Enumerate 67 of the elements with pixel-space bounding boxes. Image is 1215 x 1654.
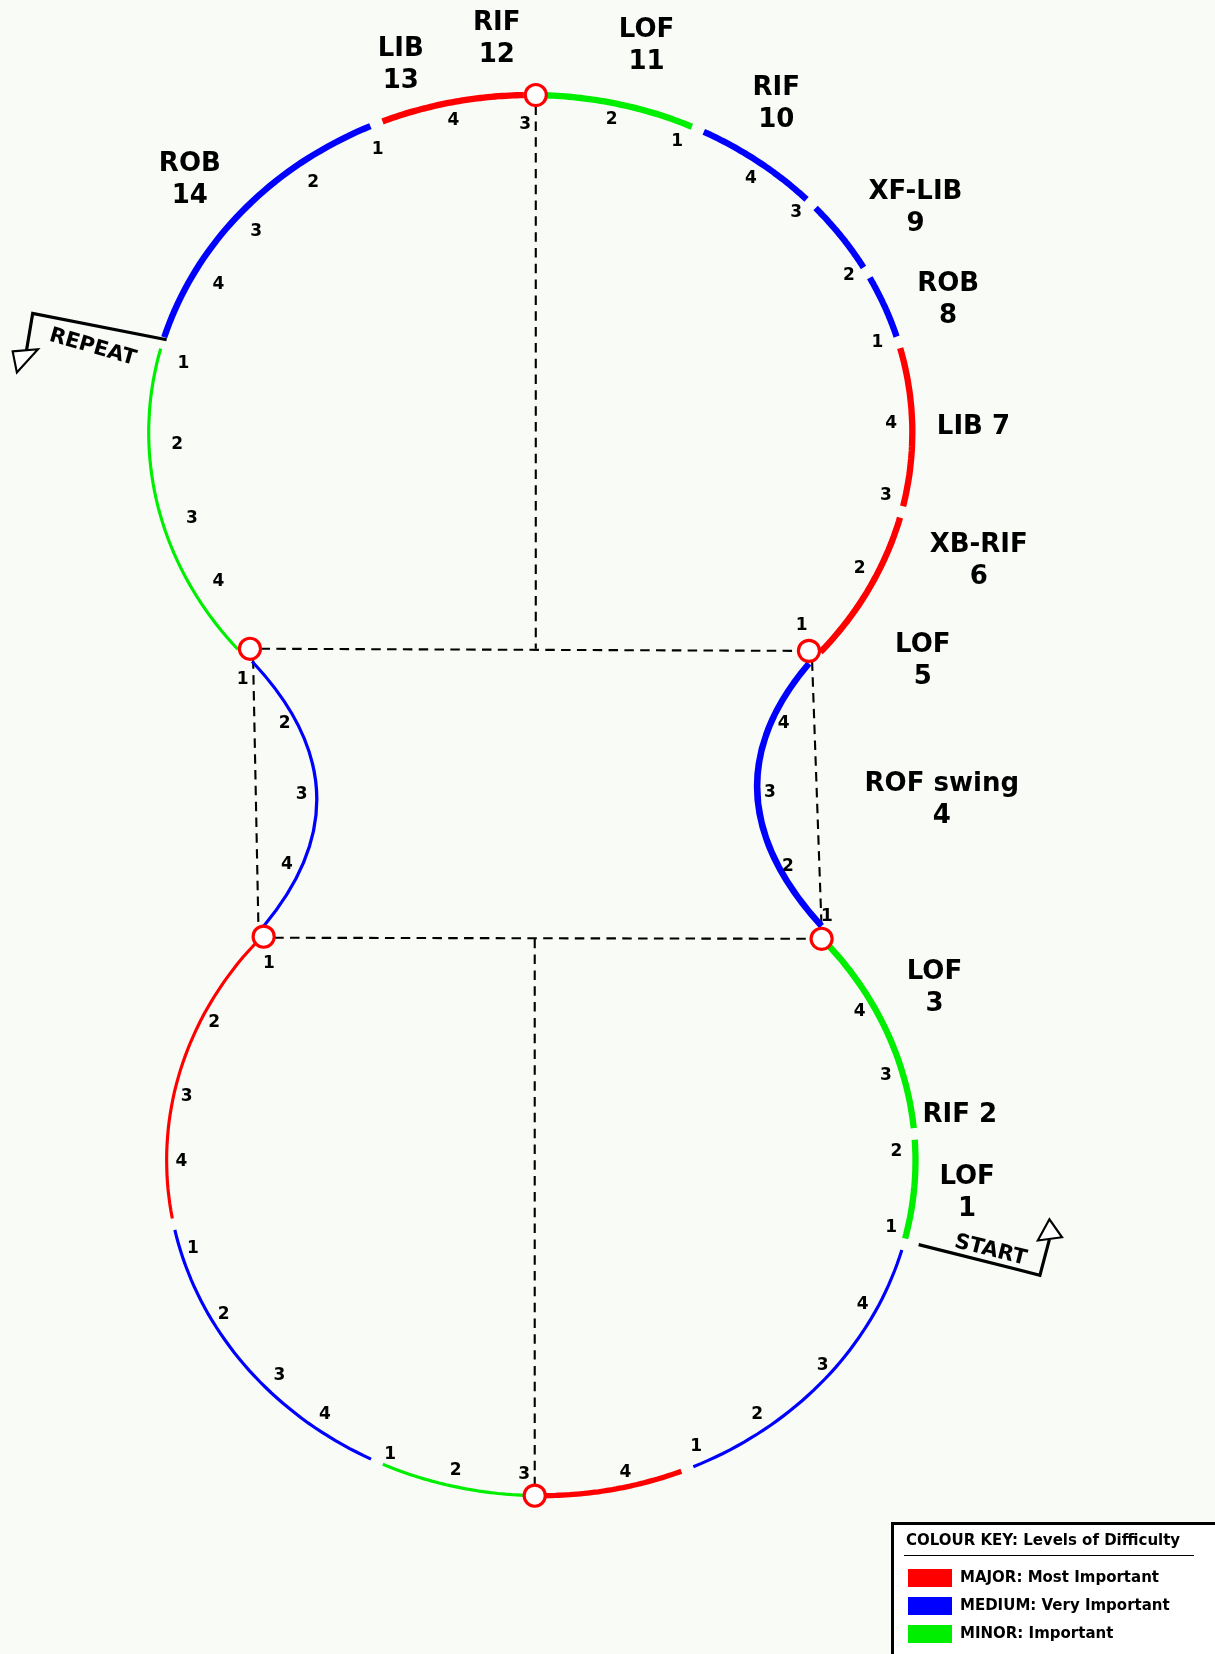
step-label: XF-LIB 9 bbox=[867, 173, 964, 238]
count-number: 2 bbox=[781, 854, 794, 875]
count-number: 2 bbox=[751, 1403, 764, 1424]
count-number: 1 bbox=[820, 905, 833, 926]
count-number: 1 bbox=[871, 330, 884, 351]
count-number: 2 bbox=[605, 108, 618, 129]
count-number: 1 bbox=[187, 1236, 199, 1257]
count-number: 2 bbox=[171, 432, 184, 453]
count-number: 3 bbox=[186, 506, 198, 527]
step-label: LOF 1 bbox=[938, 1158, 996, 1223]
count-number: 2 bbox=[890, 1139, 903, 1160]
step-label: LOF 3 bbox=[905, 954, 964, 1019]
count-number: 1 bbox=[236, 668, 249, 689]
count-number: 3 bbox=[273, 1364, 286, 1385]
count-number: 4 bbox=[745, 167, 757, 188]
count-number: 1 bbox=[795, 614, 808, 635]
count-number: 4 bbox=[212, 570, 225, 591]
step-label: LIB 7 bbox=[935, 409, 1012, 442]
count-number: 2 bbox=[853, 557, 866, 578]
legend-title: COLOUR KEY: Levels of Difficulty bbox=[906, 1531, 1181, 1549]
count-number: 4 bbox=[853, 1000, 866, 1021]
count-number: 4 bbox=[619, 1461, 632, 1482]
count-number: 3 bbox=[180, 1084, 193, 1105]
count-number: 2 bbox=[449, 1459, 462, 1480]
count-number: 1 bbox=[263, 951, 275, 972]
legend-text: MEDIUM: Very Important bbox=[960, 1596, 1170, 1614]
count-number: 3 bbox=[250, 219, 263, 240]
count-number: 4 bbox=[212, 272, 225, 293]
step-label: RIF 12 bbox=[472, 4, 522, 69]
count-number: 4 bbox=[777, 712, 790, 733]
count-number: 3 bbox=[295, 783, 308, 804]
count-number: 1 bbox=[885, 1215, 898, 1236]
count-number: 4 bbox=[885, 411, 898, 432]
count-number: 3 bbox=[880, 483, 892, 504]
step-label: LIB 13 bbox=[376, 31, 425, 96]
count-number: 4 bbox=[175, 1150, 188, 1171]
count-number: 4 bbox=[318, 1403, 331, 1424]
count-number: 3 bbox=[880, 1063, 892, 1084]
count-number: 1 bbox=[671, 130, 684, 151]
step-label: ROB 8 bbox=[916, 266, 981, 331]
count-number: 2 bbox=[278, 712, 291, 733]
step-label: LOF 5 bbox=[894, 627, 952, 692]
step-label: ROB 14 bbox=[157, 146, 222, 211]
step-label: ROF swing 4 bbox=[863, 766, 1021, 831]
count-number: 3 bbox=[518, 1463, 531, 1484]
count-number: 1 bbox=[384, 1443, 397, 1464]
legend-text: MINOR: Important bbox=[960, 1624, 1114, 1642]
count-number: 1 bbox=[690, 1434, 702, 1455]
count-number: 3 bbox=[790, 200, 803, 221]
count-number: 4 bbox=[280, 852, 293, 873]
count-number: 1 bbox=[371, 137, 384, 158]
step-label: RIF 10 bbox=[751, 70, 801, 135]
count-number: 1 bbox=[177, 351, 190, 372]
count-number: 2 bbox=[217, 1303, 230, 1324]
legend-text: MAJOR: Most Important bbox=[960, 1568, 1159, 1586]
direction-label: START bbox=[952, 1228, 1031, 1270]
count-number: 4 bbox=[447, 109, 460, 130]
count-number: 3 bbox=[816, 1353, 829, 1374]
count-number: 3 bbox=[519, 113, 532, 134]
count-number: 3 bbox=[764, 781, 776, 801]
count-number: 2 bbox=[208, 1010, 220, 1031]
step-label: RIF 2 bbox=[921, 1096, 999, 1129]
step-label: LOF 11 bbox=[617, 12, 676, 77]
count-number: 4 bbox=[856, 1292, 869, 1313]
step-label: XB-RIF 6 bbox=[928, 527, 1029, 591]
count-number: 2 bbox=[307, 171, 320, 192]
count-number: 2 bbox=[843, 264, 855, 285]
